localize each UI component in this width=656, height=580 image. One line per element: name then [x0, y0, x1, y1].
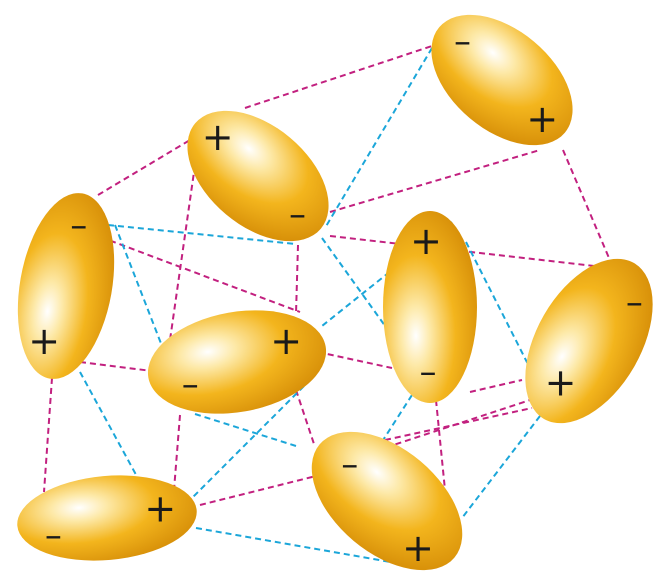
attraction-line — [295, 244, 299, 315]
repulsion-line — [321, 237, 389, 331]
molecule-body — [311, 431, 463, 571]
minus-sign: – — [289, 194, 306, 234]
attraction-line — [81, 229, 301, 313]
plus-sign: + — [402, 526, 434, 570]
minus-sign: – — [45, 516, 62, 556]
molecule-dipole: + – — [383, 211, 477, 403]
attraction-line — [435, 399, 447, 501]
plus-sign: + — [410, 219, 442, 263]
molecule-body — [525, 258, 653, 424]
molecule-dipole: + – — [187, 110, 329, 242]
attraction-line — [244, 45, 433, 109]
molecule-dipole: – + — [431, 14, 573, 146]
minus-sign: – — [454, 22, 471, 62]
attraction-line — [469, 379, 523, 393]
plus-sign: + — [545, 360, 577, 404]
repulsion-line — [79, 371, 141, 483]
molecule-body — [383, 211, 477, 403]
attraction-line — [169, 164, 196, 341]
plus-sign: + — [202, 115, 234, 159]
minus-sign: – — [420, 352, 437, 392]
attraction-line — [97, 139, 191, 196]
minus-sign: – — [182, 364, 199, 404]
attraction-line — [173, 414, 181, 491]
molecule-body — [431, 14, 573, 146]
plus-sign: + — [144, 486, 176, 530]
molecule-body — [17, 475, 197, 561]
attraction-line — [317, 351, 393, 369]
repulsion-line — [114, 224, 163, 347]
molecule-body — [17, 193, 115, 379]
repulsion-line — [189, 385, 305, 501]
molecule-dipole: – + — [311, 431, 463, 571]
attraction-line — [79, 361, 161, 373]
minus-sign: – — [626, 283, 643, 323]
molecule-dipole: – + — [525, 258, 653, 424]
molecule-body — [187, 110, 329, 242]
molecule-dipole: – + — [147, 310, 327, 414]
repulsion-line — [324, 47, 433, 229]
repulsion-line — [461, 415, 541, 519]
molecules: – + + – – + – + + – – + — [17, 14, 653, 571]
minus-sign: – — [70, 205, 87, 245]
repulsion-line — [107, 224, 297, 245]
molecule-dipole: – + — [17, 475, 197, 561]
molecule-dipole: – + — [17, 193, 115, 379]
attraction-line — [562, 149, 613, 266]
plus-sign: + — [526, 97, 558, 141]
molecule-body — [147, 310, 327, 414]
attraction-line — [295, 389, 315, 445]
attraction-line — [329, 149, 541, 213]
attraction-line — [199, 474, 321, 506]
repulsion-line — [194, 413, 297, 447]
repulsion-line — [195, 527, 403, 565]
attraction-line — [384, 407, 533, 441]
attraction-line — [43, 377, 53, 493]
plus-sign: + — [270, 319, 302, 363]
plus-sign: + — [28, 319, 60, 363]
minus-sign: – — [341, 445, 358, 485]
repulsion-line — [465, 241, 537, 381]
